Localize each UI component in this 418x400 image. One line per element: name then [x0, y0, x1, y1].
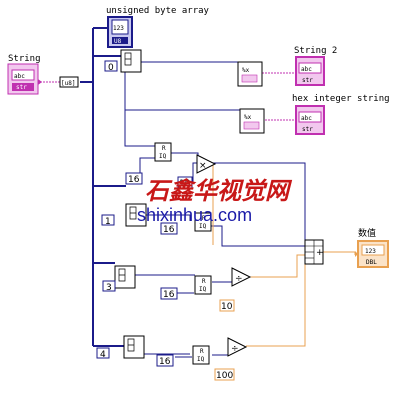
div-const-10: 10 [221, 302, 233, 312]
mult-const-10: 10 [179, 179, 191, 189]
watermark: 石鑫华视觉网 shixinhua.com [137, 176, 293, 225]
quotient-node-2[interactable]: R IQ 16 [160, 212, 212, 235]
string-control-value: abc [14, 73, 25, 80]
byte-array-indicator[interactable]: unsigned byte array 123 U8 [106, 6, 210, 48]
divide-node-1[interactable]: ÷ 10 [219, 267, 252, 312]
index-const-4: 4 [100, 350, 106, 360]
quotient-4-r: R [200, 348, 204, 355]
index-const-0: 0 [108, 63, 114, 73]
watermark-url: shixinhua.com [137, 205, 252, 225]
string2-label: String 2 [294, 46, 337, 56]
string-control-type: str [16, 84, 27, 91]
hex-string-label: hex integer string [292, 94, 390, 104]
format-node-1-glyph: %x [242, 67, 250, 74]
numeric-type: DBL [366, 259, 377, 266]
index-array-node-3[interactable]: 3 [102, 265, 136, 293]
hex-string-indicator[interactable]: hex integer string abc str [292, 94, 390, 135]
quotient-1-r: R [162, 145, 166, 152]
shift-const-3: 16 [163, 290, 175, 300]
watermark-chinese: 石鑫华视觉网 [145, 176, 293, 205]
compound-add-node[interactable]: + [304, 239, 324, 265]
quotient-2-iq: IQ [199, 223, 207, 230]
divide-2-glyph: ÷ [231, 344, 239, 354]
hex-string-value: abc [301, 115, 312, 122]
index-const-3: 3 [106, 283, 112, 293]
quotient-3-r: R [202, 278, 206, 285]
quotient-1-iq: IQ [159, 153, 167, 160]
quotient-3-iq: IQ [199, 286, 207, 293]
shift-const-1: 16 [128, 175, 140, 185]
string2-value: abc [301, 66, 312, 73]
numeric-indicator[interactable]: 数值 123 DBL [355, 227, 389, 268]
index-array-node-4[interactable]: 4 [96, 335, 145, 360]
index-array-node-1[interactable]: 0 [104, 49, 142, 73]
index-array-node-2[interactable]: 1 [101, 203, 147, 227]
string-control[interactable]: String abc str [7, 54, 42, 95]
quotient-4-iq: IQ [197, 356, 205, 363]
hex-string-type: str [302, 126, 313, 133]
string-to-byte-array-node[interactable]: [u8] [59, 76, 79, 88]
numeric-label: 数值 [358, 227, 376, 239]
quotient-node-3[interactable]: R IQ 16 [160, 275, 212, 300]
byte-array-label: unsigned byte array [106, 6, 210, 16]
format-node-1[interactable]: %x [237, 61, 263, 87]
div-const-100: 100 [216, 371, 233, 381]
shift-const-4: 16 [159, 357, 171, 367]
multiply-glyph: × [199, 161, 207, 171]
shift-const-2: 16 [163, 225, 175, 235]
string-control-label: String [8, 54, 41, 64]
quotient-node-1[interactable]: R IQ 16 [125, 142, 172, 185]
multiply-node[interactable]: × 10 [177, 154, 217, 189]
byte-array-type: U8 [114, 38, 122, 45]
string2-indicator[interactable]: String 2 abc str [294, 46, 337, 86]
index-const-1: 1 [105, 217, 111, 227]
divide-node-2[interactable]: ÷ 100 [214, 337, 248, 381]
quotient-node-4[interactable]: R IQ 16 [156, 345, 210, 367]
quotient-2-r: R [202, 215, 206, 222]
divide-1-glyph: ÷ [235, 274, 243, 284]
numeric-icon: 123 [365, 248, 376, 255]
format-node-2[interactable]: %x [239, 108, 265, 134]
add-glyph: + [316, 248, 324, 258]
byte-array-icon: 123 [113, 25, 124, 32]
string-to-bytes-glyph: [u8] [61, 80, 75, 87]
format-node-2-glyph: %x [244, 114, 252, 121]
string2-type: str [302, 77, 313, 84]
